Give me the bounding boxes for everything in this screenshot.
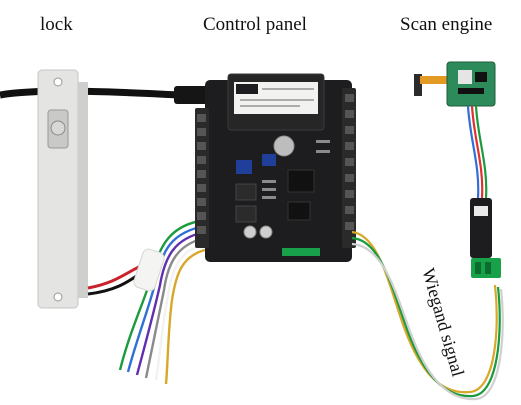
power-cable xyxy=(0,87,181,99)
panel-wire-bundle xyxy=(118,218,206,385)
control-panel-board xyxy=(195,73,356,262)
label-scan-engine: Scan engine xyxy=(400,14,493,35)
scan-wires xyxy=(466,105,488,199)
scan-engine xyxy=(414,61,496,107)
adapter-board xyxy=(470,198,501,278)
wiegand-cable xyxy=(351,230,504,401)
heat-shrink xyxy=(133,248,165,292)
lock xyxy=(37,69,88,309)
label-control-panel: Control panel xyxy=(203,14,307,35)
cable-plug xyxy=(174,86,208,104)
label-lock: lock xyxy=(40,14,73,35)
